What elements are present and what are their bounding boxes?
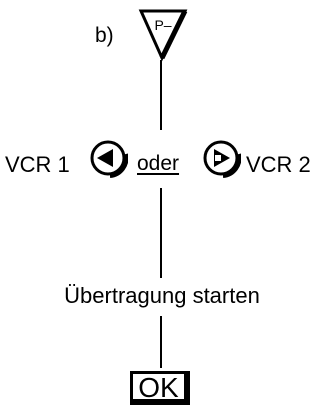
start-transfer-label: Übertragung starten	[64, 283, 260, 308]
vcr2-label: VCR 2	[246, 152, 311, 177]
step-label: b)	[95, 24, 114, 47]
vcr1-label: VCR 1	[5, 152, 70, 177]
left-arrow-button-icon[interactable]	[88, 138, 128, 178]
oder-label: oder	[137, 152, 180, 175]
connector-line-bottom	[160, 316, 162, 368]
ok-button[interactable]: OK	[130, 371, 190, 405]
connector-line-middle	[160, 188, 162, 278]
connector-line-top	[160, 60, 162, 130]
p-minus-label: P–	[154, 17, 171, 33]
right-arrow-button-icon[interactable]	[201, 138, 241, 178]
p-minus-key-icon[interactable]: P–	[138, 8, 188, 62]
